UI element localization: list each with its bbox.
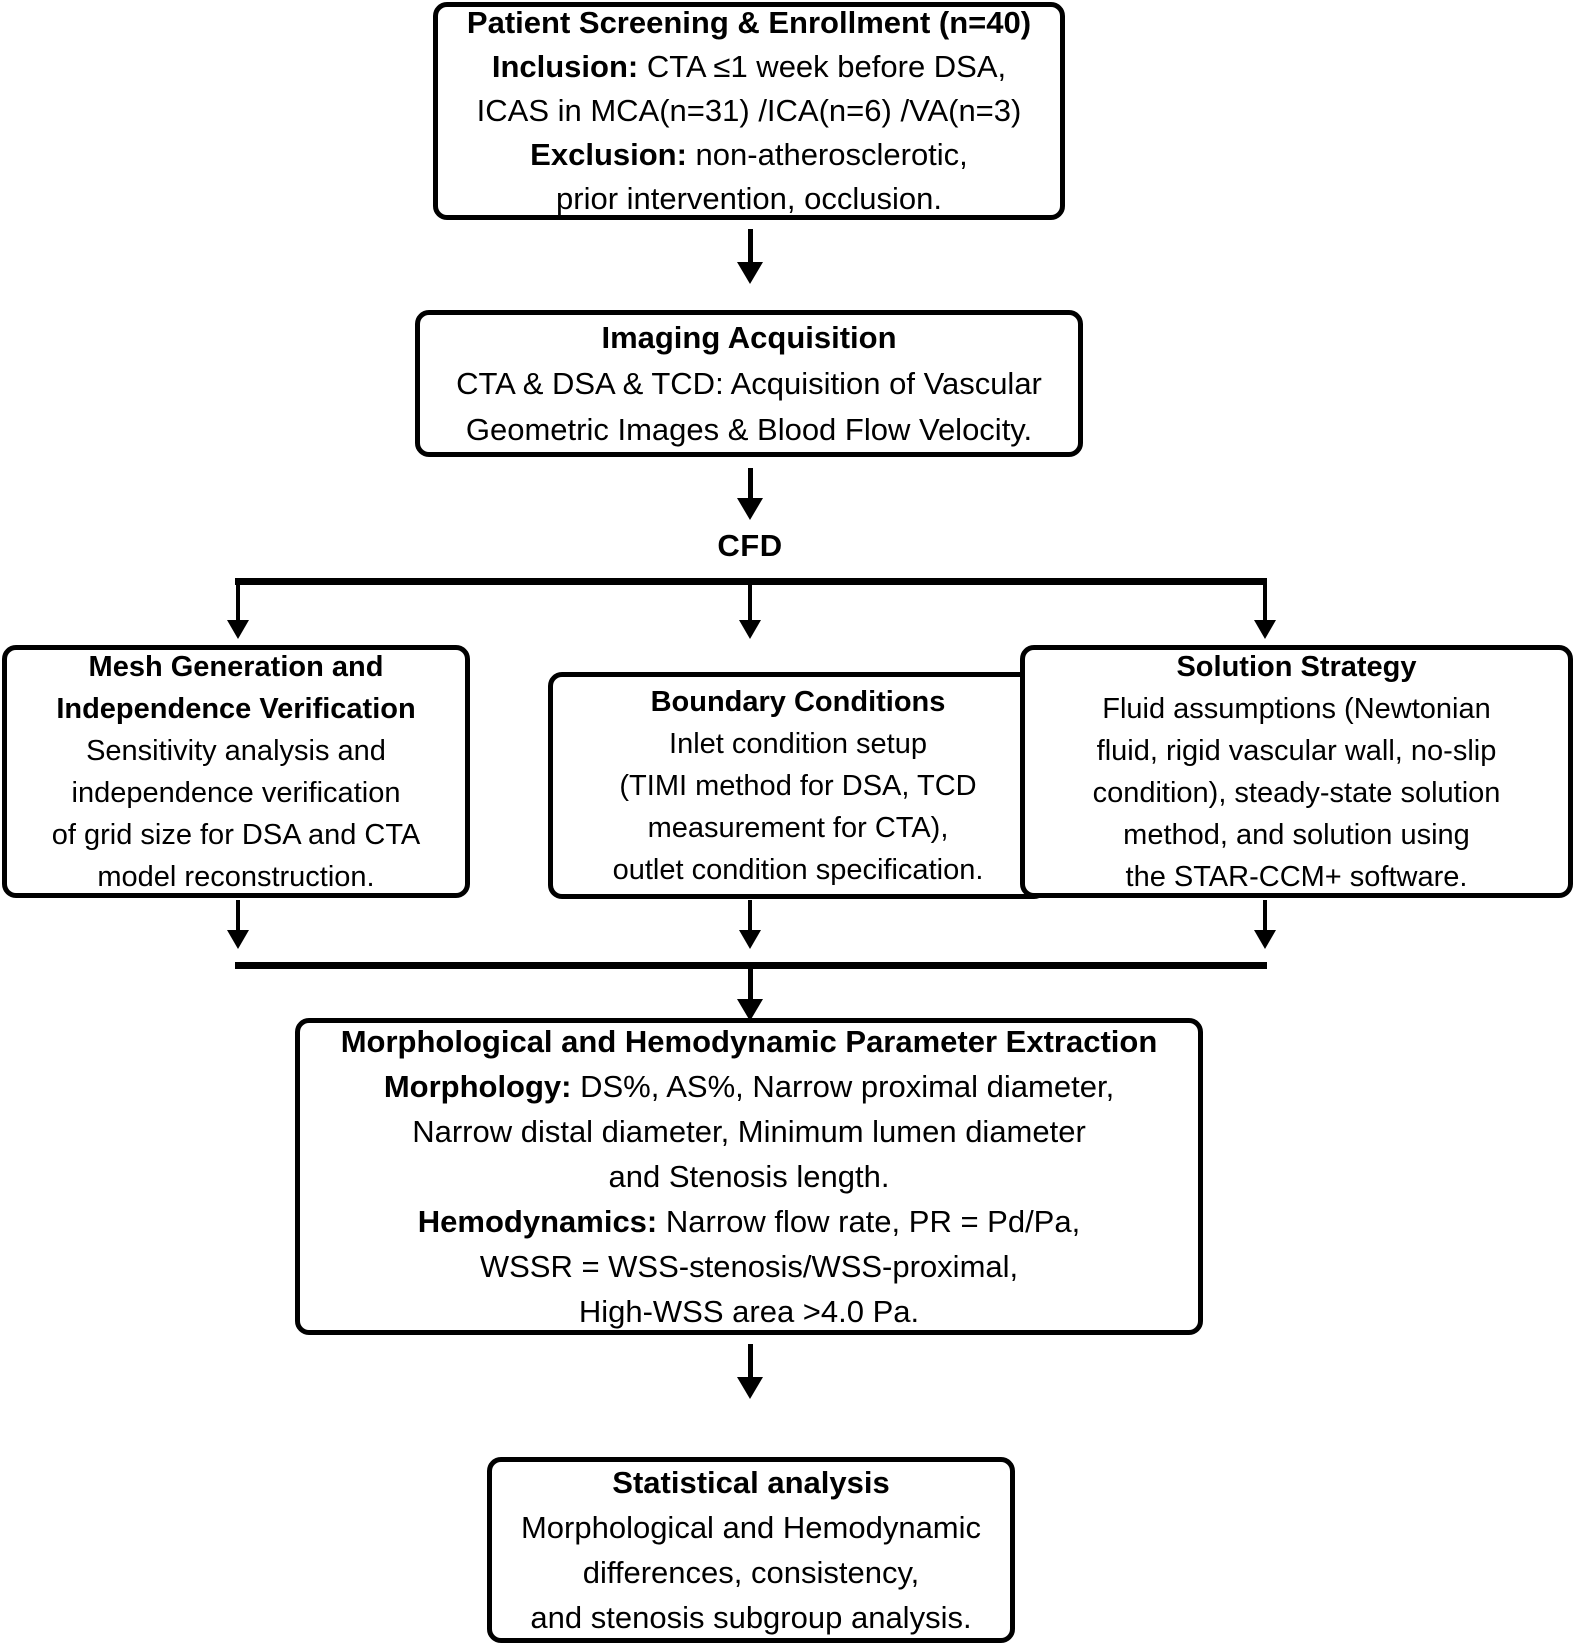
arrow-head-branch-solution [1254, 620, 1276, 639]
node-statistical-analysis: Statistical analysis Morphological and H… [487, 1457, 1015, 1643]
node-solution-strategy-line-4: the STAR-CCM+ software. [1125, 860, 1468, 893]
arrow-head-screening-to-imaging [737, 262, 763, 284]
arrow-head-branch-mesh [227, 620, 249, 639]
node-boundary-conditions-title: Boundary Conditions [650, 685, 946, 718]
node-parameter-extraction: Morphological and Hemodynamic Parameter … [295, 1018, 1203, 1335]
node-parameter-extraction-text-3: Narrow flow rate, PR = Pd/Pa, [657, 1204, 1081, 1239]
arrow-head-merge-boundary [739, 930, 761, 949]
node-parameter-extraction-line-0: Morphology: DS%, AS%, Narrow proximal di… [383, 1069, 1115, 1104]
node-solution-strategy: Solution Strategy Fluid assumptions (New… [1020, 645, 1573, 898]
node-boundary-conditions-line-3: outlet condition specification. [612, 853, 984, 886]
arrow-head-merge-solution [1254, 930, 1276, 949]
node-statistical-analysis-line-0: Morphological and Hemodynamic [520, 1510, 982, 1545]
arrow-head-branch-boundary [739, 620, 761, 639]
node-parameter-extraction-line-5: High-WSS area >4.0 Pa. [578, 1294, 920, 1329]
node-mesh-generation-line-3: model reconstruction. [97, 860, 375, 893]
arrow-head-parameters-to-statistics [737, 1377, 763, 1399]
merge-drop-boundary [748, 900, 752, 945]
branch-drop-solution [1263, 585, 1267, 630]
connector-screening-to-imaging [748, 229, 753, 269]
node-boundary-conditions-line-1: (TIMI method for DSA, TCD [619, 769, 977, 802]
branch-drop-boundary [748, 585, 752, 630]
node-patient-screening-line-3: prior intervention, occlusion. [556, 181, 942, 216]
node-solution-strategy-line-0: Fluid assumptions (Newtonian [1102, 692, 1491, 725]
node-parameter-extraction-line-4: WSSR = WSS-stenosis/WSS-proximal, [479, 1249, 1019, 1284]
merge-drop-mesh [236, 900, 240, 945]
node-solution-strategy-line-2: condition), steady-state solution [1092, 776, 1501, 809]
node-patient-screening-text-0: CTA ≤1 week before DSA, [638, 49, 1007, 84]
node-imaging-acquisition-line-1: Geometric Images & Blood Flow Velocity. [465, 411, 1033, 447]
node-solution-strategy-title: Solution Strategy [1176, 650, 1417, 683]
node-mesh-generation-line-1: independence verification [71, 776, 401, 809]
node-parameter-extraction-line-2: and Stenosis length. [608, 1159, 890, 1194]
node-statistical-analysis-title: Statistical analysis [612, 1465, 890, 1500]
node-patient-screening: Patient Screening & Enrollment (n=40) In… [433, 2, 1065, 220]
node-mesh-generation-line-0: Sensitivity analysis and [86, 734, 386, 767]
node-patient-screening-line-2: Exclusion: non-atherosclerotic, [530, 137, 968, 172]
connector-imaging-to-cfd [748, 468, 753, 506]
cfd-branch-label: CFD [717, 528, 783, 563]
node-statistical-analysis-line-1: differences, consistency, [582, 1555, 920, 1590]
connector-parameters-to-statistics [748, 1344, 753, 1384]
node-boundary-conditions-line-0: Inlet condition setup [669, 727, 927, 760]
node-patient-screening-line-1: ICAS in MCA(n=31) /ICA(n=6) /VA(n=3) [476, 93, 1022, 128]
node-solution-strategy-line-3: method, and solution using [1123, 818, 1470, 851]
node-parameter-extraction-line-3: Hemodynamics: Narrow flow rate, PR = Pd/… [417, 1204, 1081, 1239]
node-mesh-generation-title-line1: Mesh Generation and [88, 650, 384, 683]
node-imaging-acquisition-title: Imaging Acquisition [601, 319, 897, 355]
arrow-head-imaging-to-cfd [737, 498, 763, 520]
node-boundary-conditions: Boundary Conditions Inlet condition setu… [548, 672, 1048, 899]
node-patient-screening-line-0: Inclusion: CTA ≤1 week before DSA, [491, 49, 1007, 84]
node-imaging-acquisition-line-0: CTA & DSA & TCD: Acquisition of Vascular [456, 365, 1042, 401]
node-solution-strategy-line-1: fluid, rigid vascular wall, no-slip [1096, 734, 1497, 767]
node-boundary-conditions-line-2: measurement for CTA), [647, 811, 949, 844]
node-mesh-generation-title-line2: Independence Verification [56, 692, 416, 725]
branch-bar-cfd [235, 578, 1267, 585]
node-mesh-generation-line-2: of grid size for DSA and CTA [51, 818, 421, 851]
arrow-head-merge-to-parameters [737, 999, 763, 1021]
node-imaging-acquisition: Imaging Acquisition CTA & DSA & TCD: Acq… [415, 310, 1083, 457]
arrow-head-merge-mesh [227, 930, 249, 949]
branch-drop-mesh [236, 585, 240, 630]
node-statistical-analysis-line-2: and stenosis subgroup analysis. [530, 1600, 972, 1635]
merge-bar-parameters [235, 962, 1267, 969]
merge-drop-solution [1263, 900, 1267, 945]
node-patient-screening-title: Patient Screening & Enrollment (n=40) [466, 5, 1032, 40]
node-patient-screening-text-2: non-atherosclerotic, [686, 137, 968, 172]
node-parameter-extraction-line-1: Narrow distal diameter, Minimum lumen di… [412, 1114, 1086, 1149]
node-parameter-extraction-text-0: DS%, AS%, Narrow proximal diameter, [571, 1069, 1115, 1104]
connector-merge-to-parameters [748, 969, 753, 1007]
node-mesh-generation: Mesh Generation and Independence Verific… [2, 645, 470, 898]
node-parameter-extraction-title: Morphological and Hemodynamic Parameter … [340, 1024, 1158, 1059]
